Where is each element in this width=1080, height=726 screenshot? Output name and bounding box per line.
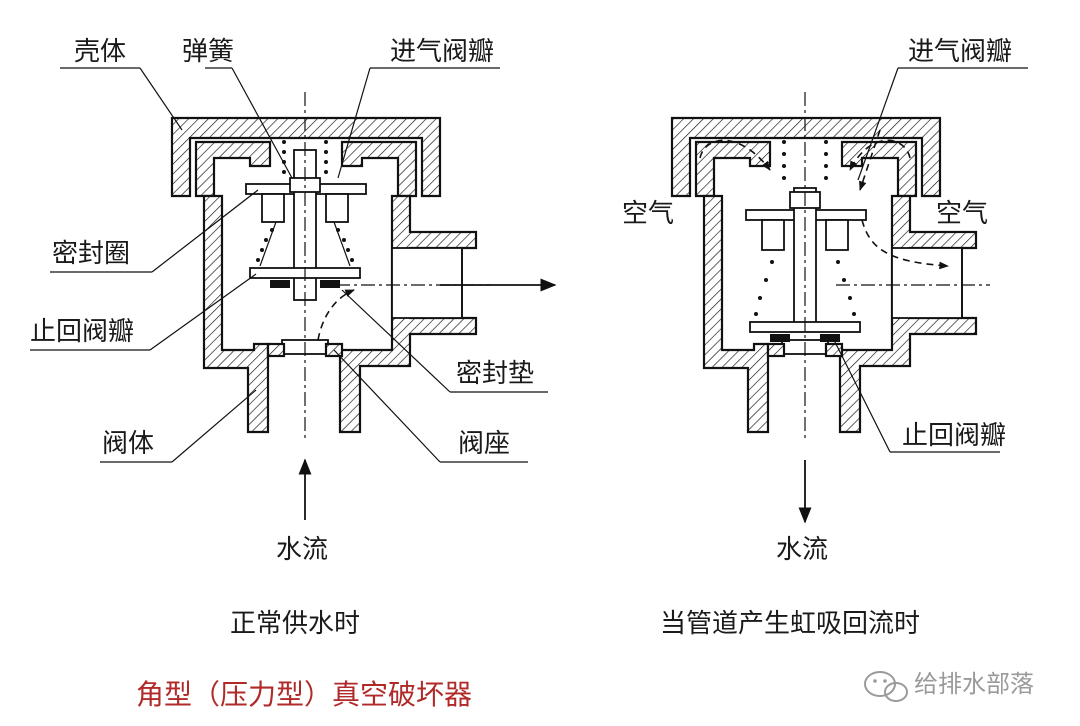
left-valve-drawing: [170, 92, 557, 520]
label-air-right: 空气: [936, 199, 988, 229]
wechat-icon: [864, 671, 908, 702]
label-check-disc-left: 止回阀瓣: [30, 317, 134, 347]
right-leaders: [833, 67, 1028, 453]
right-valve-drawing: [670, 92, 990, 524]
left-shell: [170, 116, 442, 198]
label-water-flow-right: 水流: [776, 535, 828, 565]
label-inlet-disc-left: 进气阀瓣: [390, 37, 494, 67]
label-air-left: 空气: [622, 199, 674, 229]
caption-left: 正常供水时: [230, 609, 360, 639]
figure-title: 角型（压力型）真空破坏器: [136, 678, 472, 711]
left-leaders: [30, 67, 548, 463]
caption-right: 当管道产生虹吸回流时: [660, 609, 920, 639]
label-check-disc-right: 止回阀瓣: [902, 421, 1006, 451]
label-valve-seat: 阀座: [458, 429, 510, 459]
label-seal-gasket: 密封垫: [456, 359, 534, 389]
label-valve-body: 阀体: [102, 429, 154, 459]
right-valve-body: [702, 194, 770, 434]
left-valve-body: [202, 194, 270, 434]
label-inlet-disc-right: 进气阀瓣: [908, 37, 1012, 67]
label-seal-ring: 密封圈: [52, 239, 130, 269]
label-water-flow-left: 水流: [276, 535, 328, 565]
watermark-text: 给排水部落: [914, 670, 1034, 698]
label-spring: 弹簧: [182, 37, 234, 67]
label-shell: 壳体: [74, 37, 126, 67]
left-spring: [256, 140, 354, 262]
